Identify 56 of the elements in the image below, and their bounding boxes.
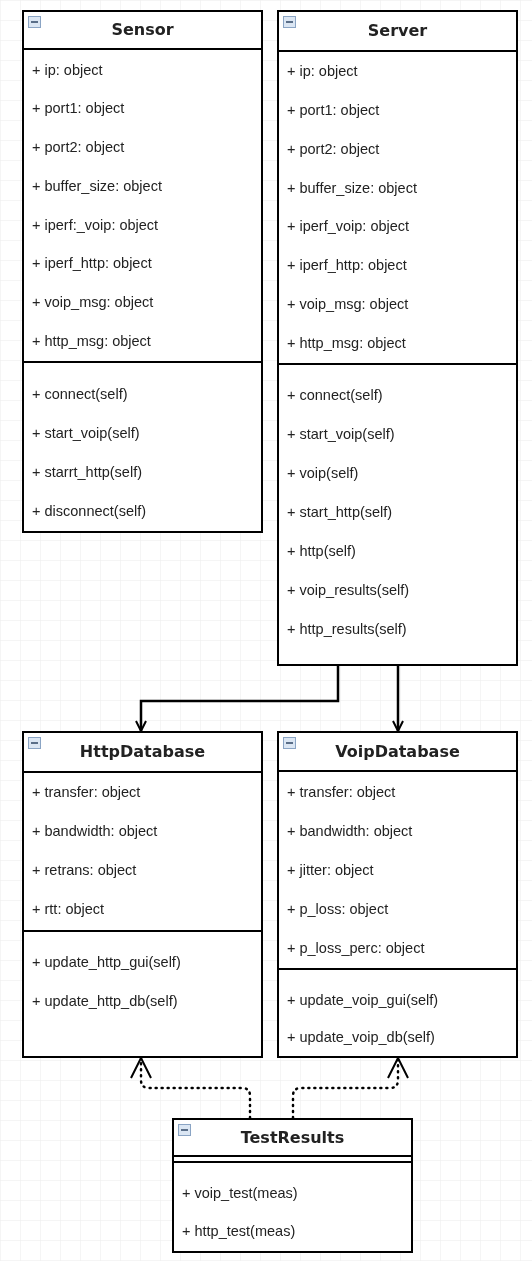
method-text: + voip(self): [287, 464, 359, 484]
method-text: + starrt_http(self): [32, 462, 142, 482]
attribute-text: + retrans: object: [32, 861, 137, 881]
association-arrow: [135, 666, 340, 732]
attribute-text: + p_loss: object: [287, 899, 389, 919]
method-text: + voip_results(self): [287, 581, 410, 601]
attribute-text: + jitter: object: [287, 860, 374, 880]
method-text: + start_voip(self): [32, 423, 140, 443]
method-text: + http(self): [287, 542, 356, 562]
class-name: VoipDatabase: [335, 740, 460, 763]
attribute-text: + rtt: object: [32, 900, 105, 920]
realization-arrow: [291, 1056, 409, 1120]
method-text: + update_voip_gui(self): [287, 990, 439, 1010]
attribute-text: + buffer_size: object: [32, 176, 162, 196]
method-text: + start_voip(self): [287, 425, 395, 445]
class-name: TestResults: [240, 1126, 345, 1149]
realization-arrow: [130, 1056, 252, 1120]
class-name: Sensor: [111, 19, 174, 41]
attribute-text: + bandwidth: object: [287, 821, 413, 841]
class-box: [277, 10, 518, 666]
attribute-text: + iperf_voip: object: [287, 217, 410, 237]
class-box: [172, 1118, 413, 1253]
method-text: + update_http_db(self): [32, 992, 178, 1012]
method-text: + start_http(self): [287, 503, 393, 523]
attribute-text: + http_msg: object: [32, 331, 151, 351]
attribute-text: + port1: object: [32, 99, 125, 119]
attribute-text: + transfer: object: [32, 783, 141, 803]
method-text: + connect(self): [32, 384, 128, 404]
attribute-text: + ip: object: [32, 60, 103, 80]
attribute-text: + port2: object: [287, 139, 380, 159]
attribute-text: + voip_msg: object: [32, 293, 154, 312]
attribute-text: + p_loss_perc: object: [287, 938, 425, 958]
class-name: HttpDatabase: [79, 740, 206, 763]
method-text: + connect(self): [287, 386, 383, 406]
association-arrow: [392, 666, 404, 732]
attribute-text: + port1: object: [287, 101, 380, 120]
class-box: [277, 731, 518, 1058]
attribute-text: + port2: object: [32, 138, 125, 157]
method-text: + disconnect(self): [32, 501, 147, 521]
class-box: [22, 10, 263, 533]
attribute-text: + http_msg: object: [287, 333, 406, 353]
attribute-text: + ip: object: [287, 62, 358, 82]
attribute-text: + iperf:_voip: object: [32, 215, 159, 235]
method-text: + update_http_gui(self): [32, 953, 181, 973]
attribute-text: + iperf_http: object: [287, 256, 407, 275]
class-box: [22, 731, 263, 1058]
method-text: + voip_test(meas): [182, 1184, 298, 1204]
method-text: + http_results(self): [287, 620, 407, 640]
method-text: + update_voip_db(self): [287, 1027, 435, 1047]
method-text: + http_test(meas): [182, 1222, 296, 1242]
class-name: Server: [367, 19, 428, 42]
attribute-text: + transfer: object: [287, 782, 396, 802]
attribute-text: + bandwidth: object: [32, 822, 158, 842]
attribute-text: + iperf_http: object: [32, 254, 152, 274]
attribute-text: + voip_msg: object: [287, 294, 409, 314]
attribute-text: + buffer_size: object: [287, 178, 417, 198]
